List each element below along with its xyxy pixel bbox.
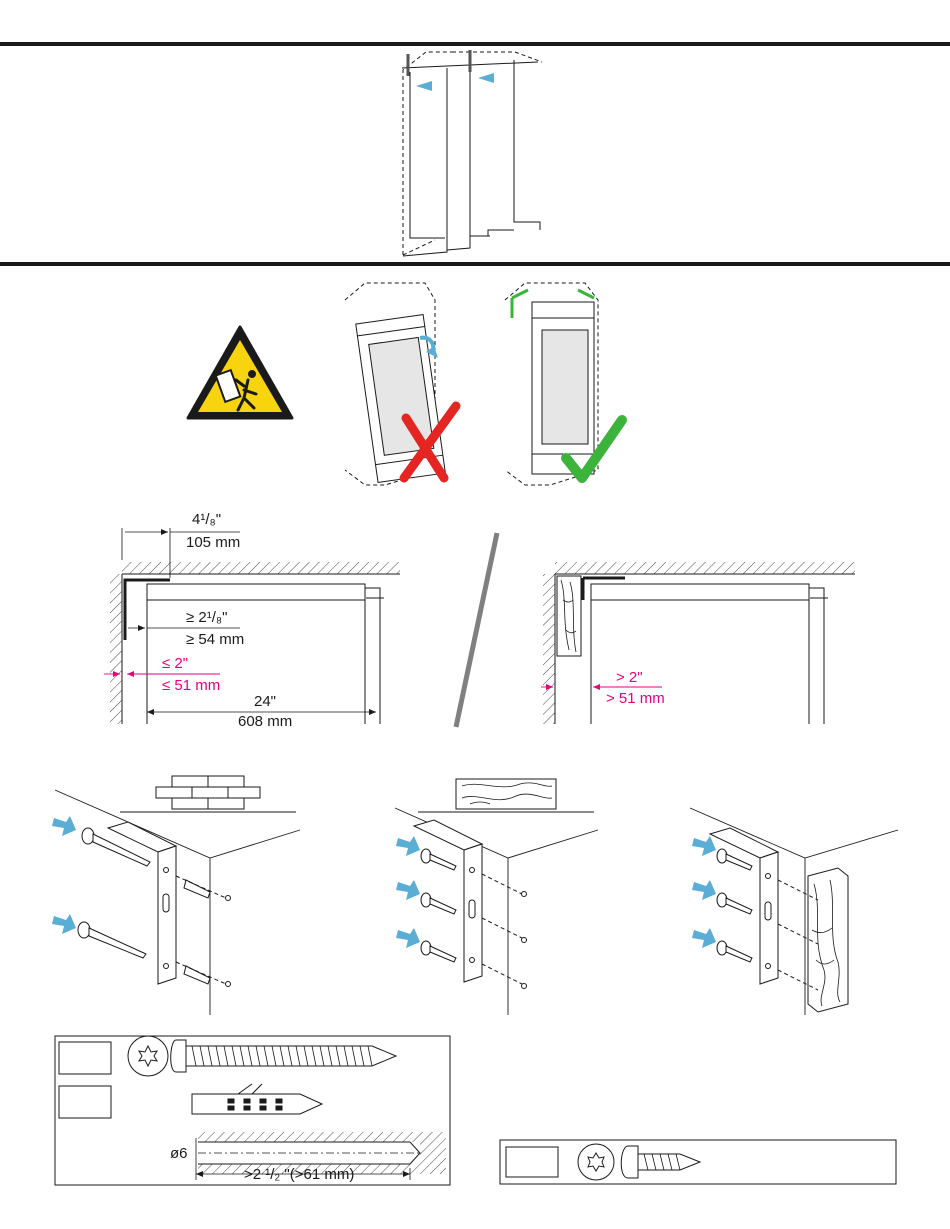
drill-diameter-label: ø6 bbox=[170, 1145, 188, 1162]
section-dimensions: 4¹/₈" 105 mm ≥ 2¹/₈" ≥ 54 mm ≤ 2" ≤ 51 m… bbox=[104, 511, 855, 730]
dim-top-width-mm: 105 mm bbox=[186, 534, 240, 551]
dim-top-width-in: 4¹/₈" bbox=[192, 511, 221, 528]
alignment-cabinet-drawing bbox=[402, 50, 542, 256]
tip-over-warning-icon bbox=[188, 327, 292, 418]
dim-offset-min-in: > 2" bbox=[616, 669, 643, 686]
torx-head-icon bbox=[128, 1036, 168, 1076]
hardware-panel-wood bbox=[500, 1140, 896, 1184]
wood-spacer bbox=[557, 576, 581, 656]
secured-cabinet-drawing bbox=[505, 283, 598, 485]
wood-spacer-block bbox=[808, 868, 848, 1012]
dim-depth-in: 24" bbox=[254, 693, 276, 710]
mounting-wood bbox=[395, 779, 598, 1015]
quantity-box-screw bbox=[59, 1042, 111, 1074]
dim-offset-max-mm: ≤ 51 mm bbox=[162, 677, 220, 694]
torx-head-icon bbox=[578, 1144, 614, 1180]
section-top-alignment bbox=[0, 44, 950, 264]
section-mounting bbox=[52, 776, 898, 1015]
drill-depth-label: >2 ¹/₂ "(>61 mm) bbox=[244, 1166, 354, 1183]
screw-icon bbox=[78, 828, 150, 958]
dimension-drawing-right bbox=[541, 562, 855, 724]
alternative-divider bbox=[456, 533, 497, 727]
long-screw-icon bbox=[171, 1040, 396, 1072]
hardware-panel-masonry: ø6 >2 ¹/₂ "(>61 mm) bbox=[55, 1036, 450, 1185]
alignment-arrow-right bbox=[478, 73, 494, 83]
alignment-arrow-left bbox=[416, 81, 432, 91]
wall-plug-detail-icon bbox=[192, 1084, 322, 1114]
dim-offset-min-mm: > 51 mm bbox=[606, 690, 665, 707]
short-screw-icon bbox=[621, 1146, 700, 1178]
dim-depth-mm: 608 mm bbox=[238, 713, 292, 730]
mounting-masonry bbox=[52, 776, 300, 1015]
quantity-box-plug bbox=[59, 1086, 111, 1118]
dim-gap-min-mm: ≥ 54 mm bbox=[186, 631, 244, 648]
quantity-box-wood-screw bbox=[506, 1147, 558, 1177]
section-tip-over bbox=[188, 283, 622, 485]
dim-gap-min-in: ≥ 2¹/₈" bbox=[186, 609, 227, 626]
wall-plug-icon bbox=[184, 880, 210, 984]
brick-wall-icon bbox=[156, 776, 260, 809]
dim-offset-max-in: ≤ 2" bbox=[162, 655, 188, 672]
mounting-spacer bbox=[690, 808, 898, 1015]
wood-board-icon bbox=[456, 779, 556, 809]
dimension-drawing-left bbox=[104, 528, 400, 724]
